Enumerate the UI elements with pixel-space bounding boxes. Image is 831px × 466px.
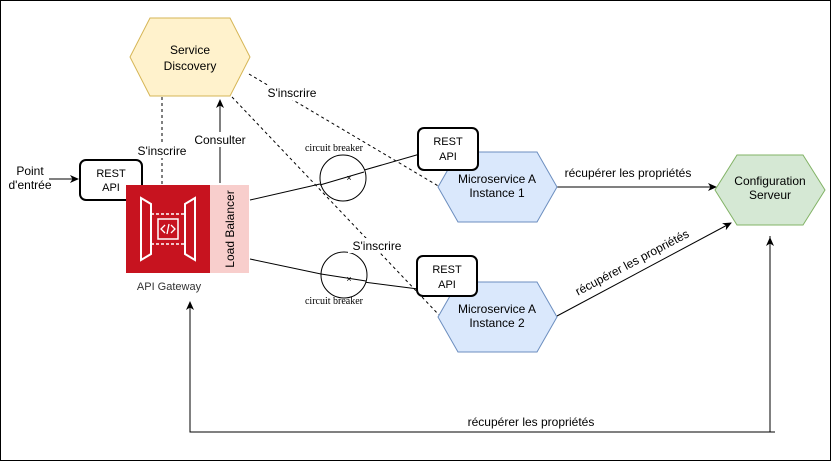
lb-to-cb1-edge (249, 183, 321, 201)
svg-text:×: × (346, 274, 351, 284)
consulter-label: Consulter (194, 133, 245, 147)
rest-api-2-label-2: API (438, 279, 456, 291)
rest-api-1-box: REST API (417, 127, 479, 171)
lb-to-cb2-edge (249, 258, 322, 275)
service-discovery-label-1: Service (170, 43, 210, 57)
config-server-label-1: Configuration (734, 174, 805, 188)
rest-api-1-label-1: REST (433, 136, 463, 148)
svg-text:×: × (346, 173, 351, 183)
config-server-label-2: Serveur (749, 188, 791, 202)
sinscrire-instance1-label: S'inscrire (268, 86, 317, 100)
rest-api-2-label-1: REST (432, 264, 462, 276)
api-gateway-label: API Gateway (137, 281, 202, 293)
service-discovery-node: Service Discovery (129, 17, 251, 97)
circuit-breaker-top: × (319, 154, 367, 202)
entry-point-label-2: d'entrée (9, 178, 52, 192)
rest-api-gateway-label-1: REST (96, 168, 126, 180)
circuit-breaker-bottom: × (320, 251, 368, 299)
rest-api-1-label-2: API (439, 151, 457, 163)
circuit-breaker-top-label: circuit breaker (305, 143, 364, 154)
circuit-breaker-bottom-label: circuit breaker (305, 296, 364, 307)
service-discovery-label-2: Discovery (164, 59, 217, 73)
sinscrire-instance2-label-box: S'inscrire (348, 238, 404, 253)
entry-point-label-1: Point (16, 164, 44, 178)
ms-instance2-label-1: Microservice A (458, 302, 536, 316)
ms-instance1-label-2: Instance 1 (469, 186, 525, 200)
load-balancer-node: Load Balancer (210, 185, 249, 273)
sinscrire-gateway-label-box: S'inscrire (134, 143, 190, 158)
sinscrire-gateway-label: S'inscrire (138, 144, 187, 158)
props-gateway-label: récupérer les propriétés (468, 415, 595, 429)
config-server-node: Configuration Serveur (714, 154, 826, 226)
rest-api-gateway-label-2: API (102, 182, 120, 194)
load-balancer-label: Load Balancer (223, 190, 237, 267)
ms-instance2-label-2: Instance 2 (469, 316, 525, 330)
sinscrire-instance2-edge (231, 96, 441, 317)
sinscrire-instance2-label: S'inscrire (353, 239, 402, 253)
rest-api-2-box: REST API (416, 255, 478, 297)
props-instance1-label: récupérer les propriétés (565, 166, 692, 180)
props-instance2-edge (556, 222, 732, 317)
sinscrire-instance1-label-box: S'inscrire (264, 85, 320, 100)
microservice-instance2-node: Microservice A Instance 2 (437, 281, 558, 353)
ms-instance1-label-1: Microservice A (458, 172, 536, 186)
consulter-label-box: Consulter (192, 132, 248, 147)
api-gateway-icon (126, 185, 210, 273)
